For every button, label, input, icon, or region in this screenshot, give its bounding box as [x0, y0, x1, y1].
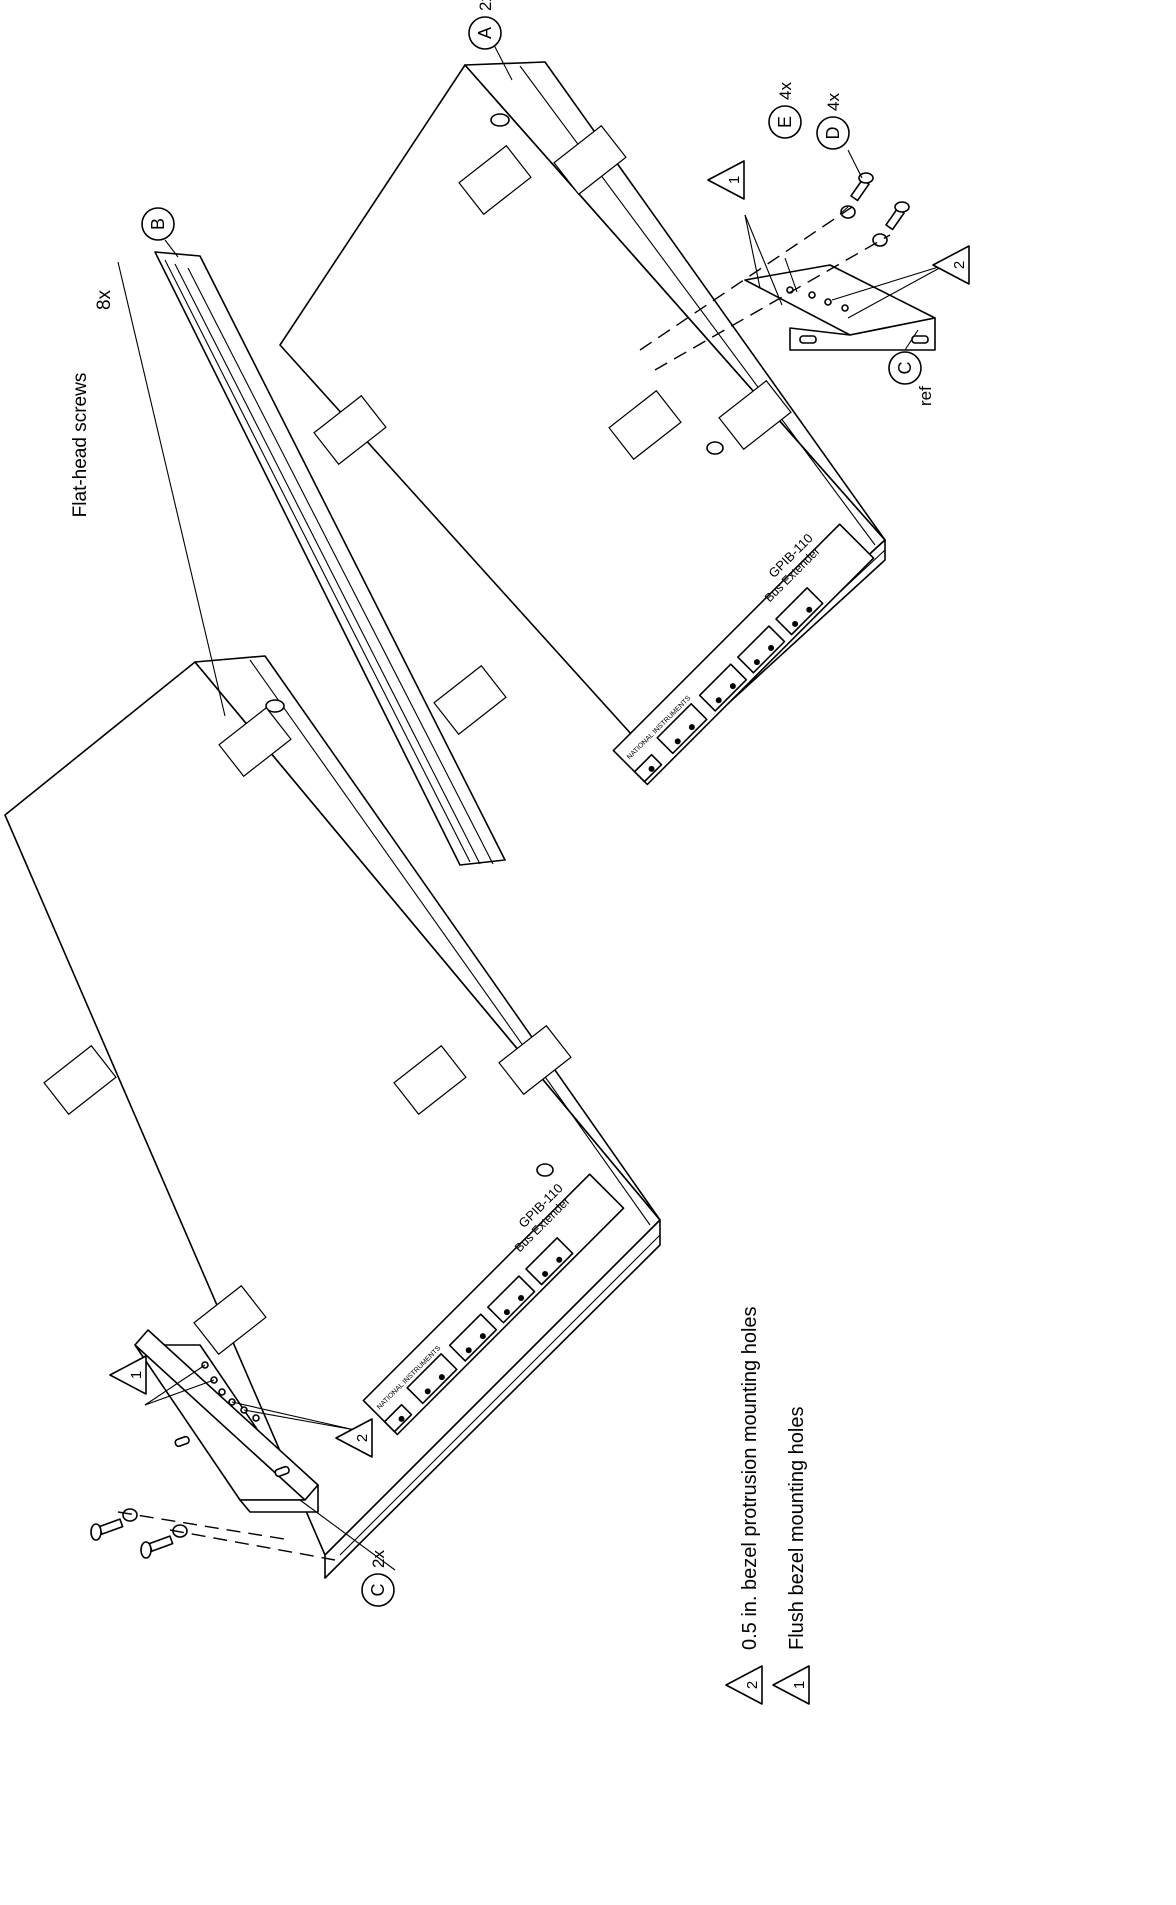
- screw-icon: [90, 1518, 124, 1541]
- svg-text:2: 2: [744, 1681, 761, 1689]
- callout-e-qty: 4x: [776, 82, 795, 100]
- callout-a: A 2x: [468, 0, 502, 50]
- screw-icon: [885, 201, 910, 231]
- legend: 2 0.5 in. bezel protrusion mounting hole…: [725, 1306, 810, 1705]
- callout-e-letter: E: [775, 116, 795, 128]
- triangle-marker-one-right: 1: [707, 160, 745, 200]
- flat-head-screw-hole: [706, 441, 724, 455]
- screws-label-line2: 8x: [94, 289, 115, 310]
- legend-protrusion-text: 0.5 in. bezel protrusion mounting holes: [739, 1306, 761, 1650]
- bus-extender-unit-right: GPIB-110 Bus Extender NATIONAL INSTRUMEN…: [279, 61, 886, 786]
- callout-c-right-qty: ref: [916, 386, 935, 406]
- callout-b: B: [141, 207, 175, 241]
- legend-item-protrusion: 2 0.5 in. bezel protrusion mounting hole…: [725, 1306, 763, 1705]
- mounting-bracket-right: [744, 264, 936, 351]
- legend-item-flush: 1 Flush bezel mounting holes: [772, 1407, 810, 1705]
- screws-right: [840, 172, 910, 247]
- screws-label-line1: Flat-head screws: [70, 373, 91, 518]
- triangle-marker-two-left: 2: [335, 1418, 373, 1458]
- triangle-marker-two-right: 2: [932, 245, 970, 285]
- callout-c-left: C 2x: [361, 1550, 395, 1607]
- mounting-bracket-left: [134, 1329, 319, 1513]
- legend-flush-text: Flush bezel mounting holes: [786, 1407, 808, 1650]
- flat-head-screw-hole: [265, 699, 285, 713]
- bar-b-body: [154, 251, 506, 866]
- front-panel-left: GPIB-110 Bus Extender NATIONAL INSTRUMEN…: [362, 1173, 625, 1436]
- svg-text:1: 1: [726, 176, 743, 184]
- svg-text:1: 1: [128, 1371, 145, 1379]
- flat-head-screw-hole: [536, 1163, 554, 1177]
- leader-lines: [117, 44, 946, 1571]
- callout-d-letter: D: [823, 127, 843, 140]
- screw-icon: [850, 172, 874, 202]
- callout-c-left-letter: C: [368, 1584, 388, 1597]
- svg-text:1: 1: [791, 1681, 808, 1689]
- bus-extender-unit-left: GPIB-110 Bus Extender NATIONAL INSTRUMEN…: [4, 655, 661, 1579]
- callout-c-right-letter: C: [895, 362, 915, 375]
- lock-washer-icon: [122, 1508, 138, 1522]
- callout-d: D 4x: [816, 93, 850, 150]
- unit-left-front-face: [324, 1219, 661, 1579]
- callout-c-left-qty: 2x: [369, 1550, 388, 1568]
- screw-icon: [140, 1535, 174, 1559]
- assembly-lines: [117, 204, 891, 1561]
- connector-bar-b: [154, 251, 506, 866]
- callout-a-qty: 2x: [476, 0, 495, 11]
- triangle-marker-one-left: 1: [109, 1355, 147, 1395]
- svg-text:2: 2: [951, 261, 968, 269]
- vent-slots: [313, 124, 792, 736]
- flat-head-screws-label: Flat-head screws 8x: [70, 289, 115, 517]
- vent-slots: [43, 706, 572, 1356]
- callout-b-letter: B: [148, 218, 168, 230]
- flat-head-screw-hole: [490, 113, 510, 127]
- bracket-right-flange: [789, 317, 936, 351]
- front-panel-right: GPIB-110 Bus Extender NATIONAL INSTRUMEN…: [612, 523, 875, 786]
- callout-e: E 4x: [768, 82, 802, 139]
- callout-d-qty: 4x: [824, 93, 843, 111]
- callout-a-letter: A: [475, 27, 495, 39]
- screws-left: [90, 1508, 188, 1559]
- lock-washer-icon: [840, 205, 856, 219]
- svg-text:2: 2: [354, 1434, 371, 1442]
- callout-c-right: C ref: [888, 351, 935, 406]
